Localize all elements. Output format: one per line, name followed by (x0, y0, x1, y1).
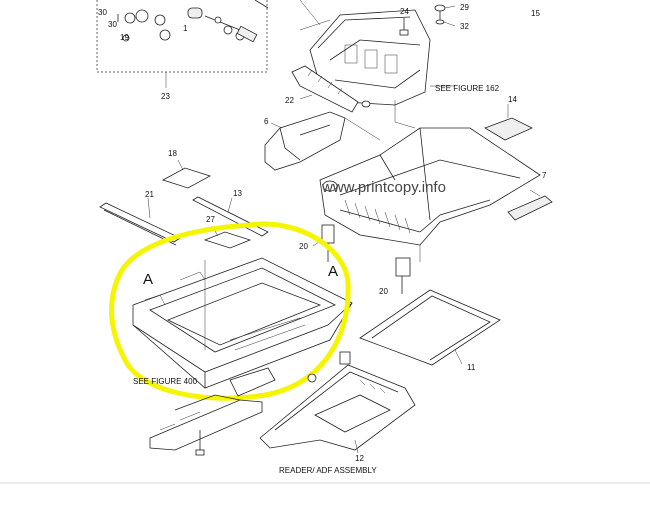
callout-19: 19 (120, 33, 129, 42)
highlight-ellipse (109, 221, 351, 401)
tray-12 (259, 351, 416, 454)
see-figure-162-label: SEE FIGURE 162 (435, 84, 500, 93)
cover-11 (359, 289, 501, 366)
section-marker-left: A (143, 271, 153, 288)
section-marker-right: A (328, 263, 338, 280)
callout-13: 13 (233, 189, 242, 198)
frame-6 (264, 111, 381, 171)
assembly-caption: READER/ ADF ASSEMBLY (279, 466, 377, 475)
callout-29: 29 (460, 3, 469, 12)
callout-23: 23 (161, 92, 170, 101)
callout-22: 22 (285, 96, 294, 105)
callout-labels: 30 30 19 1 23 24 29 32 15 22 14 6 18 7 2… (98, 3, 547, 463)
base-plate (149, 367, 276, 456)
flap-14 (484, 104, 533, 141)
callout-27: 27 (206, 215, 215, 224)
parts-29-32 (434, 4, 456, 27)
adf-body (319, 127, 541, 262)
callout-14: 14 (508, 95, 517, 104)
bracket-22 (291, 65, 371, 113)
reader-assembly (132, 257, 353, 389)
screw-24 (399, 18, 409, 36)
bar-7 (507, 189, 553, 221)
callout-24: 24 (400, 7, 409, 16)
callout-6: 6 (264, 117, 269, 126)
callout-21: 21 (145, 190, 154, 199)
see-figure-400-label: SEE FIGURE 400 (133, 377, 198, 386)
feed-unit-drawing (299, 0, 455, 129)
callout-15: 15 (531, 9, 540, 18)
callout-7: 7 (542, 171, 547, 180)
callout-1: 1 (183, 24, 188, 33)
watermark: www.printcopy.info (321, 179, 446, 196)
callout-20a: 20 (299, 242, 308, 251)
callout-32: 32 (460, 22, 469, 31)
callout-18: 18 (168, 149, 177, 158)
callout-30b: 30 (108, 20, 117, 29)
callout-20b: 20 (379, 287, 388, 296)
hinge-20 (312, 224, 411, 294)
inset-box-23 (96, 0, 269, 88)
callout-12: 12 (355, 454, 364, 463)
sheet-18 (161, 159, 212, 189)
callout-30a: 30 (98, 8, 107, 17)
callout-11: 11 (467, 363, 476, 372)
